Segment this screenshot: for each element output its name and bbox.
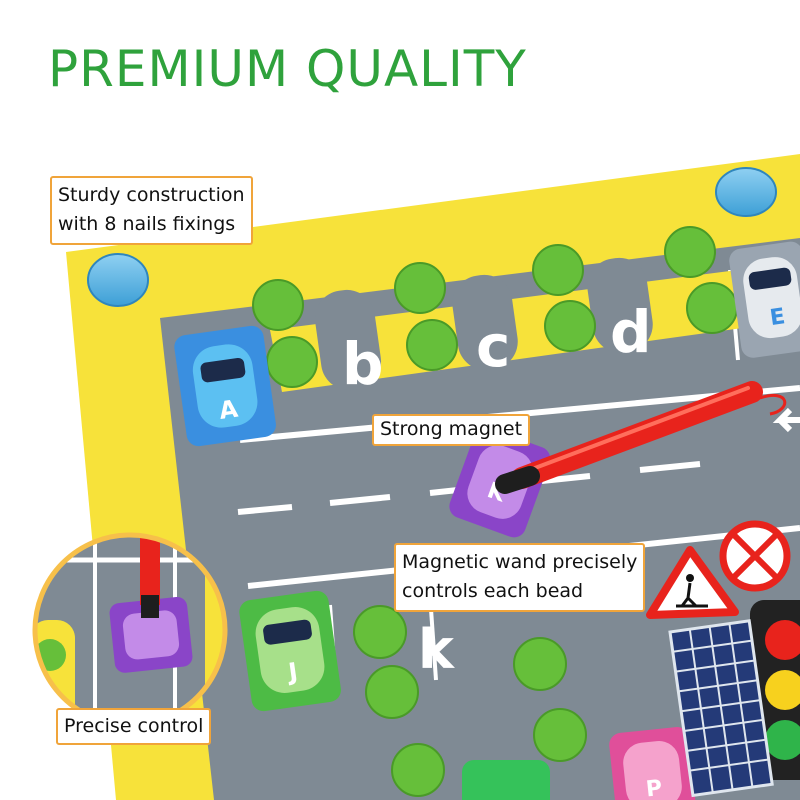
- solar-panel-icon: [668, 619, 774, 798]
- letter-c: c: [476, 312, 510, 380]
- callout-line: with 8 nails fixings: [58, 213, 236, 236]
- car-green: J: [239, 590, 341, 712]
- car-bright-green: [462, 760, 550, 800]
- letter-k: k: [418, 618, 455, 681]
- bush-icon: [394, 262, 446, 314]
- callout-line: controls each bead: [402, 580, 584, 603]
- bush-icon: [513, 637, 567, 691]
- callout-sturdy-construction: Sturdy construction with 8 nails fixings: [50, 176, 253, 245]
- callout-line: Sturdy construction: [58, 184, 245, 206]
- top-maze-strip: b c d: [270, 257, 800, 398]
- svg-text:A: A: [217, 395, 240, 425]
- magnetic-wand: [495, 381, 787, 494]
- bush-icon: [365, 665, 419, 719]
- bush-icon: [664, 226, 716, 278]
- bush-icon: [544, 300, 596, 352]
- nail-icon: [87, 167, 777, 307]
- letter-b: b: [342, 330, 384, 398]
- bush-group: [252, 226, 738, 797]
- page-title: PREMIUM QUALITY: [48, 40, 527, 98]
- bush-icon: [391, 743, 445, 797]
- bush-icon: [686, 282, 738, 334]
- callout-line: Precise control: [64, 715, 204, 737]
- svg-text:E: E: [768, 304, 786, 331]
- pedestrian-crossing-sign-icon: [646, 546, 739, 619]
- car-silver: E: [729, 241, 800, 358]
- callout-line: Magnetic wand precisely: [402, 551, 638, 573]
- no-entry-sign-icon: [719, 520, 791, 592]
- callout-precise-control: Precise control: [56, 708, 212, 745]
- svg-text:P: P: [645, 776, 664, 800]
- car-blue: A: [174, 325, 276, 447]
- callout-magnetic-wand: Magnetic wand precisely controls each be…: [394, 543, 646, 612]
- car-pink: P: [609, 727, 696, 800]
- callout-line: Strong magnet: [380, 418, 523, 440]
- bush-icon: [533, 708, 587, 762]
- callout-strong-magnet: Strong magnet: [372, 414, 531, 446]
- letter-d: d: [610, 298, 652, 366]
- bush-icon: [252, 279, 304, 331]
- bush-icon: [353, 605, 407, 659]
- bush-icon: [532, 244, 584, 296]
- bush-icon: [266, 336, 318, 388]
- bush-icon: [406, 319, 458, 371]
- arrow-left-icon: [772, 407, 800, 433]
